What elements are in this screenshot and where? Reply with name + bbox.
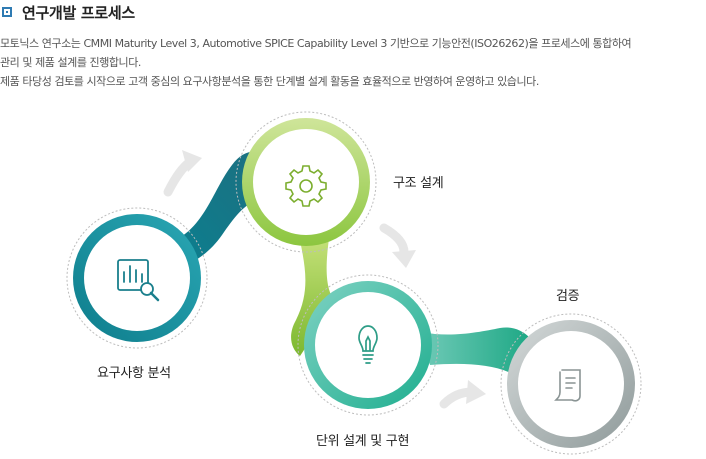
gear-icon — [285, 165, 327, 207]
description-line-2: 관리 및 제품 설계를 진행합니다. — [0, 56, 141, 69]
square-bullet-icon — [2, 7, 12, 17]
step-verification — [500, 313, 642, 455]
step-architecture-design — [235, 111, 377, 253]
description-line-1: 모토닉스 연구소는 CMMI Maturity Level 3, Automot… — [0, 37, 632, 50]
step-label-architecture-design: 구조 설계 — [393, 176, 444, 191]
description-line-3: 제품 타당성 검토를 시작으로 고객 중심의 요구사항분석을 통한 단계별 설계… — [0, 75, 539, 88]
step-unit-design-implementation — [297, 274, 439, 416]
flow-arrow-2-icon — [379, 223, 416, 268]
connector-3-4 — [422, 327, 530, 378]
document-search-icon — [117, 259, 160, 302]
connector-2-3 — [291, 230, 336, 356]
receipt-icon — [554, 369, 581, 402]
step-label-verification: 검증 — [556, 289, 580, 304]
page-title: 연구개발 프로세스 — [22, 3, 135, 22]
flow-arrow-3-icon — [439, 380, 486, 409]
flow-arrow-1-icon — [163, 150, 202, 197]
step-requirements-analysis — [66, 207, 208, 349]
step-label-unit-design: 단위 설계 및 구현 — [316, 434, 410, 449]
description: 모토닉스 연구소는 CMMI Maturity Level 3, Automot… — [0, 34, 706, 91]
lightbulb-icon — [358, 325, 378, 364]
step-label-requirements-analysis: 요구사항 분석 — [97, 366, 171, 381]
section-header: 연구개발 프로세스 — [2, 1, 135, 23]
